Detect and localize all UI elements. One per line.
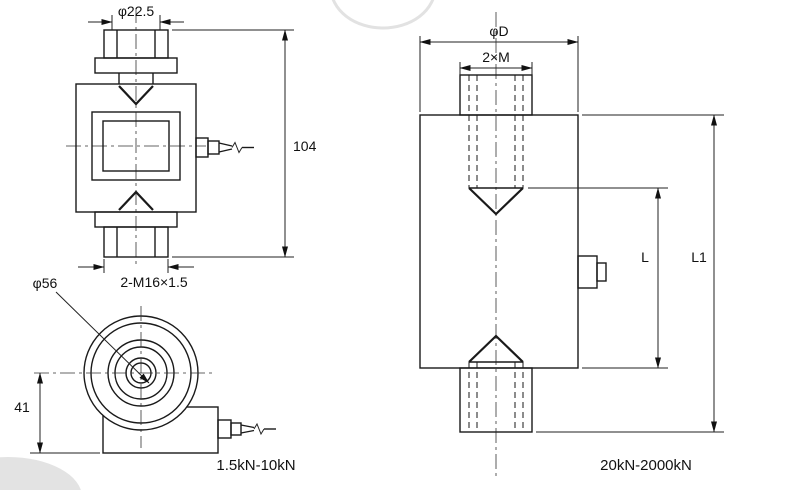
thread-cone-top (118, 85, 154, 106)
dim-thread-spec: 2-M16×1.5 (78, 259, 194, 290)
washer-top (94, 57, 178, 74)
watermarks (0, 0, 435, 490)
cable-taper-line (240, 429, 255, 434)
dim-stud-diameter: φ22.5 (88, 3, 184, 30)
cable-break-symbol (231, 141, 243, 154)
left-front-view (66, 8, 254, 268)
gauge-window-outer (91, 111, 181, 181)
bottom-boss (459, 367, 533, 433)
dim-inner-length: L (528, 187, 668, 369)
connector-tip (596, 262, 607, 282)
dim-label-height: 104 (293, 138, 317, 154)
dim-body-diameter: φD (419, 23, 579, 112)
dim-label-offset: 41 (14, 399, 30, 415)
cable-gland (217, 419, 232, 439)
dim-label-total-length: L1 (691, 249, 707, 265)
range-label-small: 1.5kN-10kN (216, 457, 295, 474)
gauge-window-inner (102, 120, 170, 172)
watermark-blob (0, 457, 81, 490)
dim-boss-thread: 2×M (459, 49, 533, 76)
range-label-large: 20kN-2000kN (600, 457, 692, 474)
cable-taper-line (240, 424, 255, 429)
dim-label-bottom-diameter: φ56 (33, 275, 58, 291)
dim-offset: 41 (14, 372, 100, 454)
dim-label-inner-length: L (641, 249, 649, 265)
dim-bottom-diameter: φ56 (33, 275, 150, 384)
dim-label-boss-thread: 2×M (482, 49, 510, 65)
hex-nut-bottom (103, 226, 169, 258)
dim-overall-height: 104 (172, 29, 317, 258)
dim-label-thread: 2-M16×1.5 (120, 274, 188, 290)
cable-break-symbol (253, 422, 265, 436)
left-bottom-view (34, 306, 276, 454)
leader-line (55, 291, 150, 384)
body-outline (419, 114, 579, 369)
dim-total-length: L1 (536, 114, 724, 433)
cable-gland-cap (230, 422, 242, 436)
cable-taper-line (218, 148, 233, 153)
right-view (419, 12, 607, 478)
connector-body (577, 255, 598, 289)
drill-point-top (468, 187, 524, 216)
dim-label-stud-diameter: φ22.5 (118, 3, 155, 19)
drill-point-bottom (468, 334, 524, 363)
dim-label-body-diameter: φD (489, 23, 508, 39)
watermark-arc (331, 0, 435, 30)
thread-cone-bottom (118, 190, 154, 211)
cable-gland (195, 137, 209, 158)
cable-taper-line (218, 142, 233, 147)
cable-gland-cap (207, 140, 220, 155)
